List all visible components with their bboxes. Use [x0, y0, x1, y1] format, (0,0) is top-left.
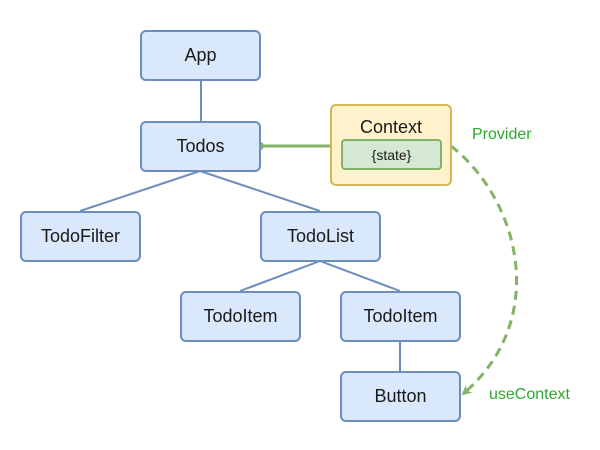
node-app[interactable]: App	[140, 30, 261, 81]
use-context-label: useContext	[489, 386, 570, 403]
node-todos[interactable]: Todos	[140, 121, 261, 172]
edge-todolist-todoitem-1	[239, 260, 321, 292]
provider-usecontext-arrow	[450, 144, 518, 396]
node-todo-item-1[interactable]: TodoItem	[180, 291, 301, 342]
node-todo-item-2[interactable]: TodoItem	[340, 291, 461, 342]
node-button[interactable]: Button	[340, 371, 461, 422]
node-todo-filter[interactable]: TodoFilter	[20, 211, 141, 262]
context-state-box: {state}	[341, 139, 442, 170]
edge-todos-todofilter	[79, 170, 201, 212]
context-title: Context	[359, 117, 423, 137]
context-box[interactable]: Context {state}	[330, 104, 452, 186]
edge-todos-todolist	[199, 170, 321, 212]
provider-label: Provider	[472, 126, 532, 143]
edge-todolist-todoitem-2	[319, 260, 401, 292]
node-todo-list[interactable]: TodoList	[260, 211, 381, 262]
